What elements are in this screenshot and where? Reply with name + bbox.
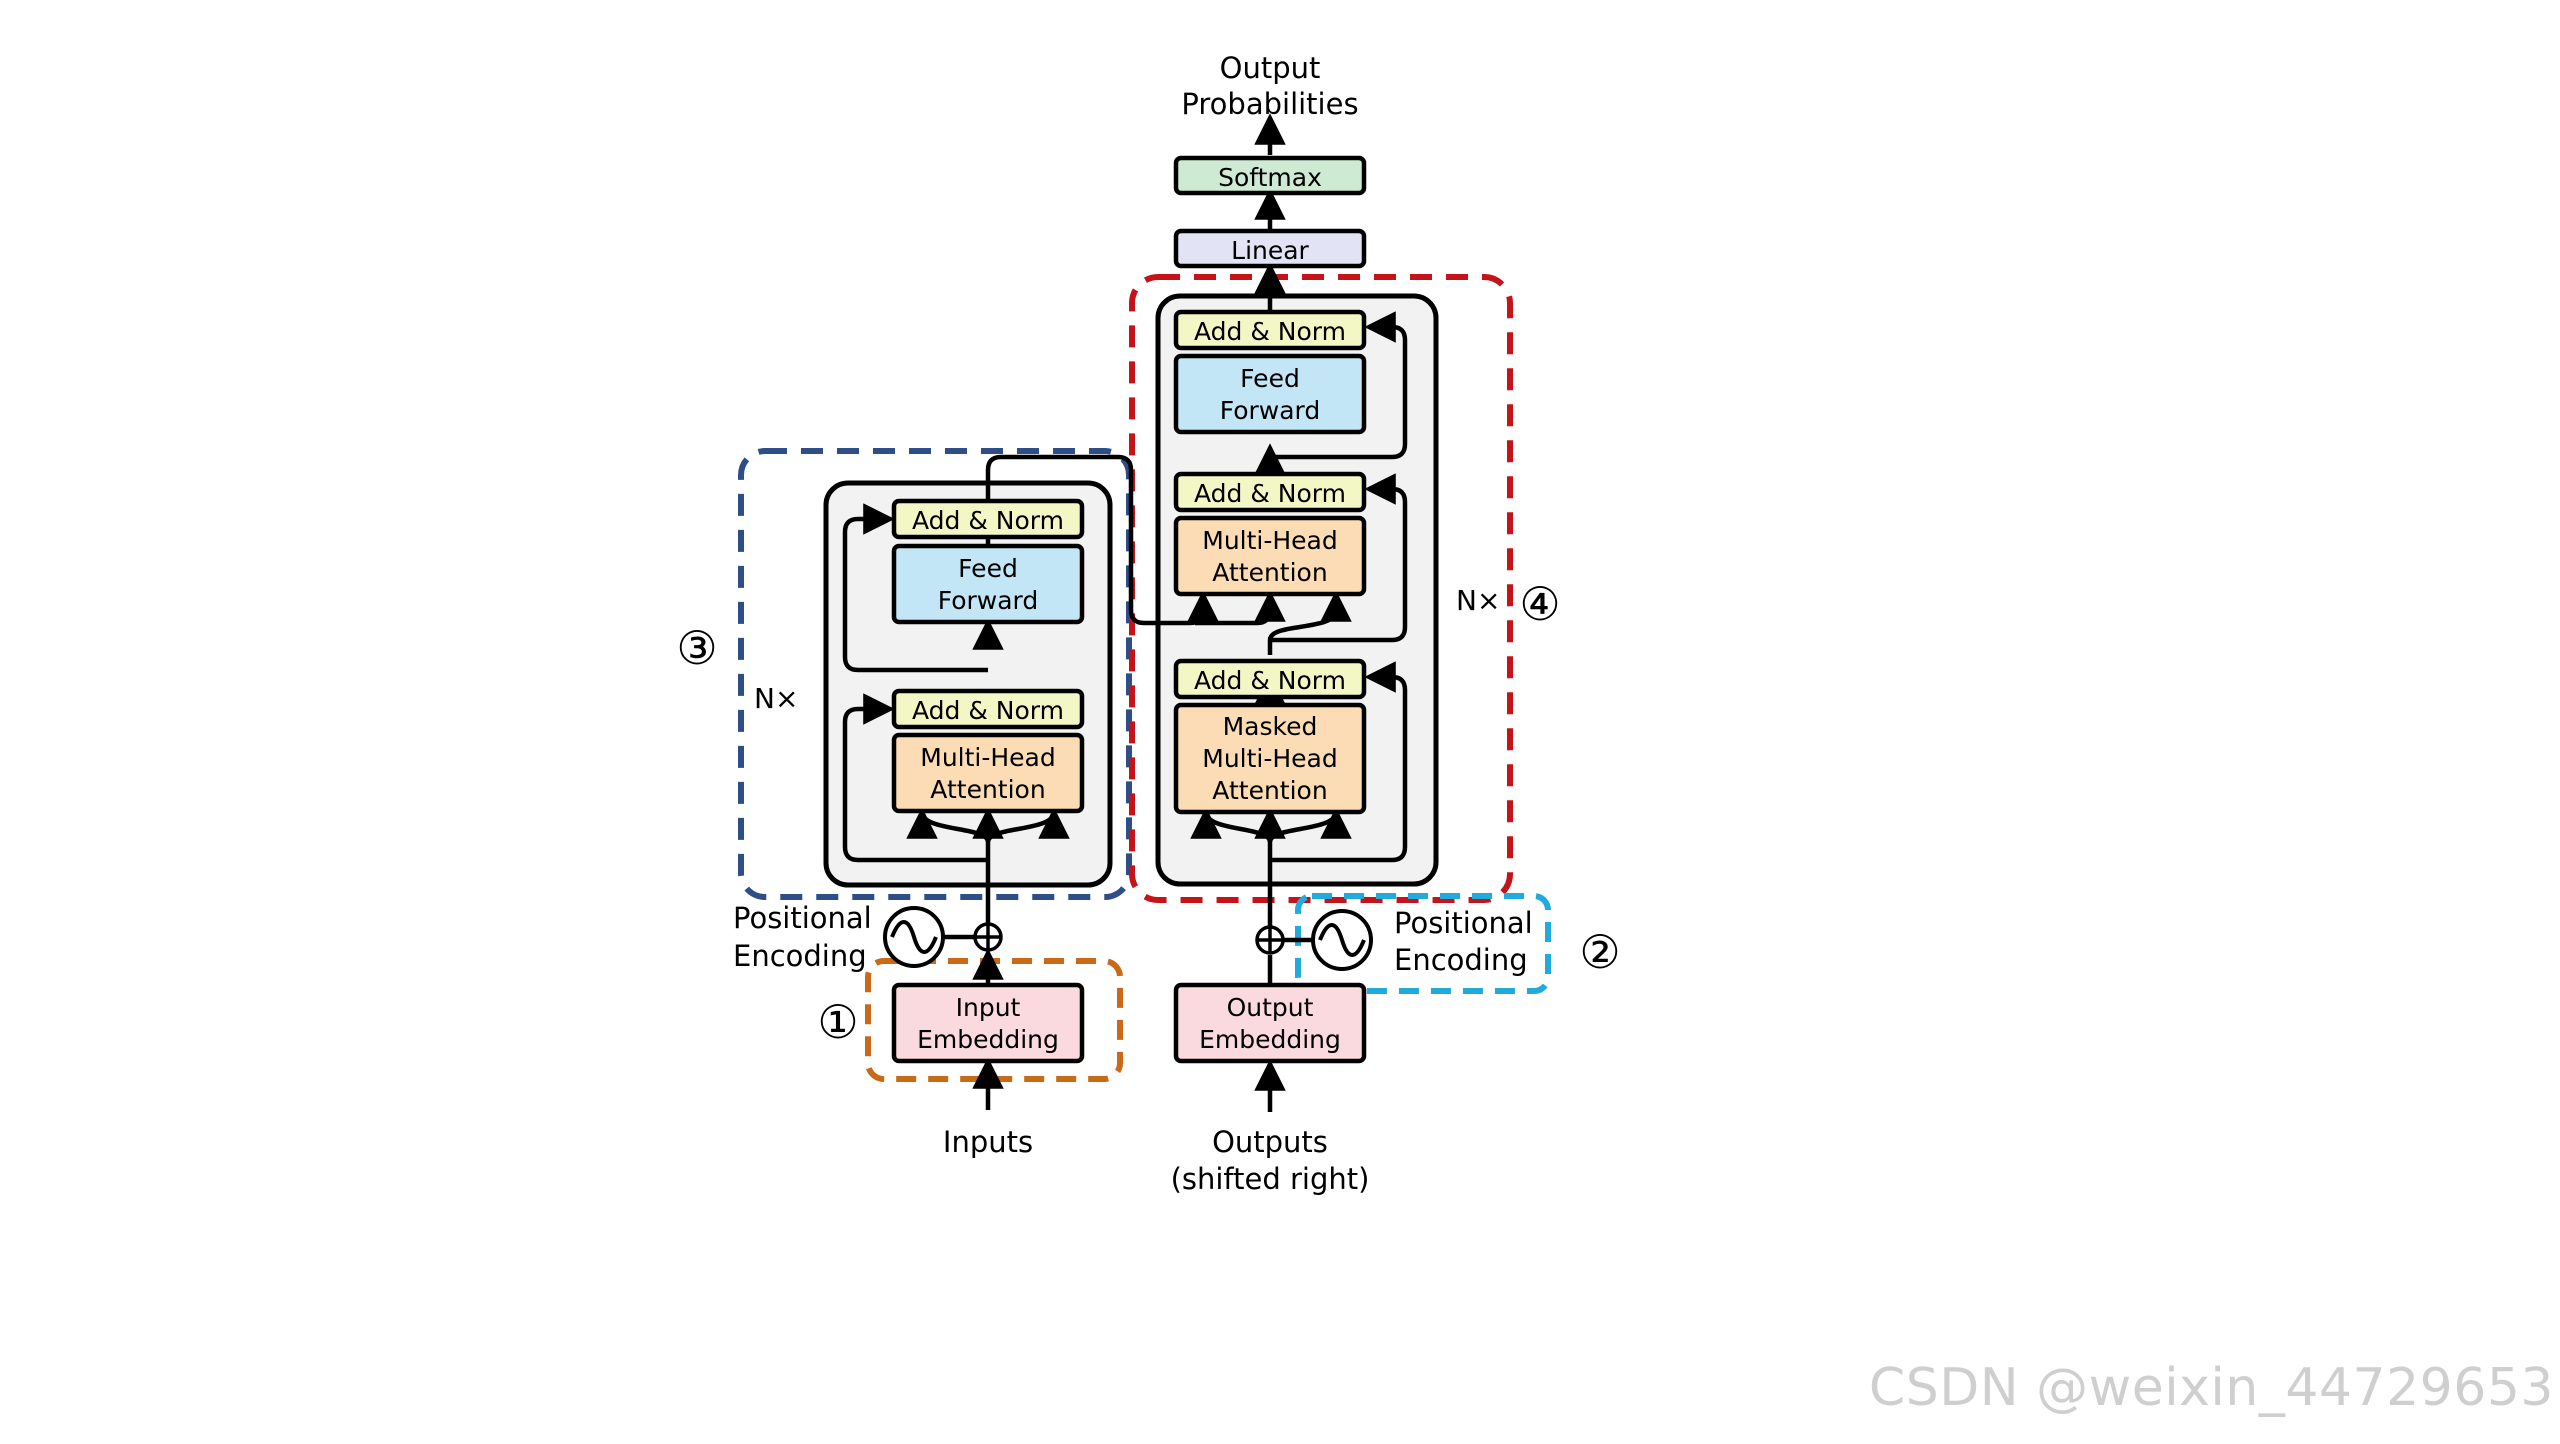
masked-mha-line3: Attention: [1212, 776, 1327, 805]
softmax-block: [1173, 155, 1367, 196]
masked-mha-line1: Masked: [1223, 712, 1318, 741]
decoder-mha-line1: Multi-Head: [1202, 526, 1338, 555]
output-probabilities-line2: Probabilities: [1181, 87, 1358, 121]
encoder-add-norm-1-label: Add & Norm: [912, 696, 1064, 725]
decoder-positional-encoding-line1: Positional: [1394, 906, 1533, 940]
masked-mha-line2: Multi-Head: [1202, 744, 1338, 773]
decoder-add-norm-1-label: Add & Norm: [1194, 666, 1346, 695]
decoder-feed-forward-line2: Forward: [1220, 396, 1321, 425]
encoder-feed-forward-line2: Forward: [938, 586, 1039, 615]
decoder-add-norm-2-label: Add & Norm: [1194, 479, 1346, 508]
encoder-positional-encoding-line2: Encoding: [733, 939, 867, 973]
encoder-mha-line2: Attention: [930, 775, 1045, 804]
watermark: CSDN @weixin_44729653: [1868, 1358, 2554, 1418]
outputs-label-line2: (shifted right): [1171, 1162, 1370, 1196]
masked-multi-head-attention-block: [1173, 702, 1367, 815]
decoder-positional-encoding-icon: [1311, 909, 1373, 971]
encoder-add-norm-2: [891, 498, 1085, 540]
marker-4: ④: [1519, 577, 1560, 631]
input-embedding-line1: Input: [956, 993, 1021, 1022]
decoder-add-norm-3: [1173, 309, 1367, 351]
encoder-highlight-dashed: [738, 448, 1132, 900]
output-embedding-block: [1173, 982, 1367, 1064]
encoder-repeat-label: N×: [754, 682, 798, 715]
decoder-feed-forward-block: [1173, 353, 1367, 435]
positional-encoding-highlight-dashed: [1295, 893, 1551, 994]
decoder-add-norm-2: [1173, 471, 1367, 513]
input-embedding-block: [891, 982, 1085, 1064]
encoder-multi-head-attention-block: [891, 732, 1085, 814]
outputs-label-line1: Outputs: [1212, 1125, 1328, 1159]
marker-3: ③: [676, 621, 717, 675]
inputs-label: Inputs: [943, 1125, 1033, 1159]
encoder-add-norm-2-label: Add & Norm: [912, 506, 1064, 535]
decoder-add-icon: [1255, 925, 1285, 955]
linear-label: Linear: [1231, 236, 1309, 265]
decoder-repeat-label: N×: [1456, 584, 1500, 617]
connections: [842, 113, 1408, 1112]
linear-block: [1173, 228, 1367, 269]
encoder-add-icon: [973, 922, 1003, 952]
encoder-feed-forward-block: [891, 543, 1085, 625]
encoder-stack: [823, 480, 1113, 888]
encoder-add-norm-1: [891, 688, 1085, 730]
decoder-add-norm-1: [1173, 658, 1367, 700]
output-embedding-line1: Output: [1227, 993, 1314, 1022]
decoder-feed-forward-line1: Feed: [1240, 364, 1300, 393]
decoder-multi-head-attention-block: [1173, 515, 1367, 597]
encoder-feed-forward-line1: Feed: [958, 554, 1018, 583]
decoder-positional-encoding-line2: Encoding: [1394, 943, 1528, 977]
encoder-positional-encoding-icon: [883, 906, 945, 968]
output-embedding-line2: Embedding: [1199, 1025, 1341, 1054]
encoder-mha-line1: Multi-Head: [920, 743, 1056, 772]
encoder-positional-encoding-line1: Positional: [733, 901, 872, 935]
softmax-label: Softmax: [1218, 163, 1322, 192]
decoder-add-norm-3-label: Add & Norm: [1194, 317, 1346, 346]
marker-2: ②: [1579, 925, 1620, 979]
marker-1: ①: [817, 995, 858, 1049]
decoder-mha-line2: Attention: [1212, 558, 1327, 587]
output-probabilities-line1: Output: [1220, 51, 1321, 85]
input-embedding-line2: Embedding: [917, 1025, 1059, 1054]
